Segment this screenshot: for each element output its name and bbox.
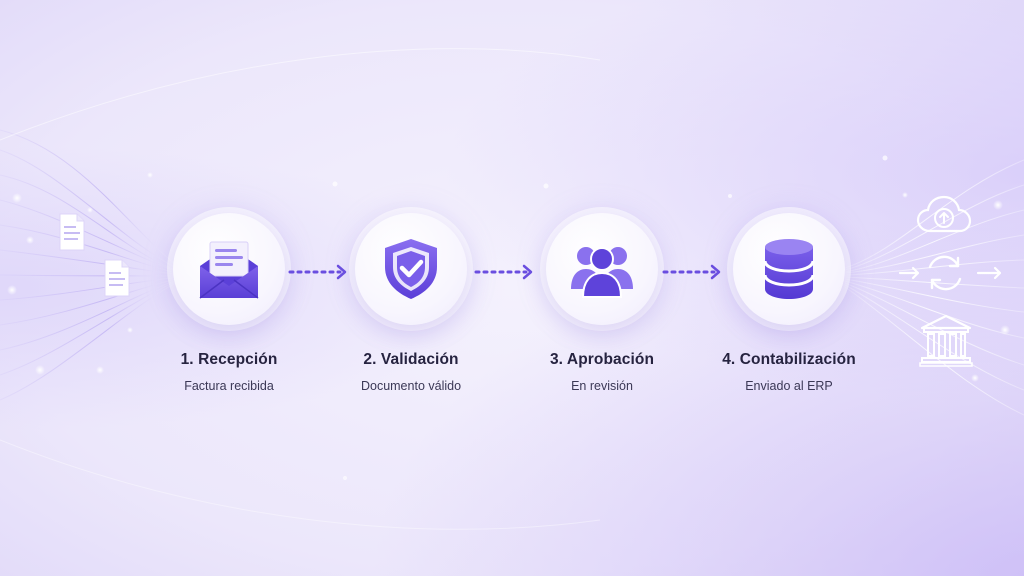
dotted-arrow xyxy=(662,264,721,280)
dotted-arrow xyxy=(288,264,347,280)
step-title: 4. Contabilización xyxy=(722,351,856,368)
step-circle xyxy=(355,213,467,325)
step-title: 1. Recepción xyxy=(180,351,278,368)
database-icon xyxy=(763,239,815,299)
bank-icon xyxy=(919,314,973,367)
step-circle xyxy=(733,213,845,325)
shield-check-icon xyxy=(385,239,437,299)
sync-icon xyxy=(898,255,1002,291)
document-icon xyxy=(104,259,130,297)
users-icon xyxy=(571,247,633,298)
dotted-arrow xyxy=(474,264,533,280)
step-subtitle: En revisión xyxy=(571,379,633,393)
step-title: 2. Validación xyxy=(363,351,459,368)
step-recepcion: 1. Recepción Factura recibida xyxy=(129,213,329,393)
step-subtitle: Documento válido xyxy=(360,379,462,393)
step-title: 3. Aprobación xyxy=(549,351,655,368)
step-circle xyxy=(546,213,658,325)
step-subtitle: Enviado al ERP xyxy=(745,379,833,393)
step-circle xyxy=(173,213,285,325)
step-subtitle: Factura recibida xyxy=(184,379,274,393)
step-aprobacion: 3. Aprobación En revisión xyxy=(502,213,702,393)
step-validacion: 2. Validación Documento válido xyxy=(311,213,511,393)
envelope-icon xyxy=(199,241,259,299)
cloud-upload-icon xyxy=(916,195,972,233)
step-contabilizacion: 4. Contabilización Enviado al ERP xyxy=(689,213,889,393)
document-icon xyxy=(59,213,85,251)
